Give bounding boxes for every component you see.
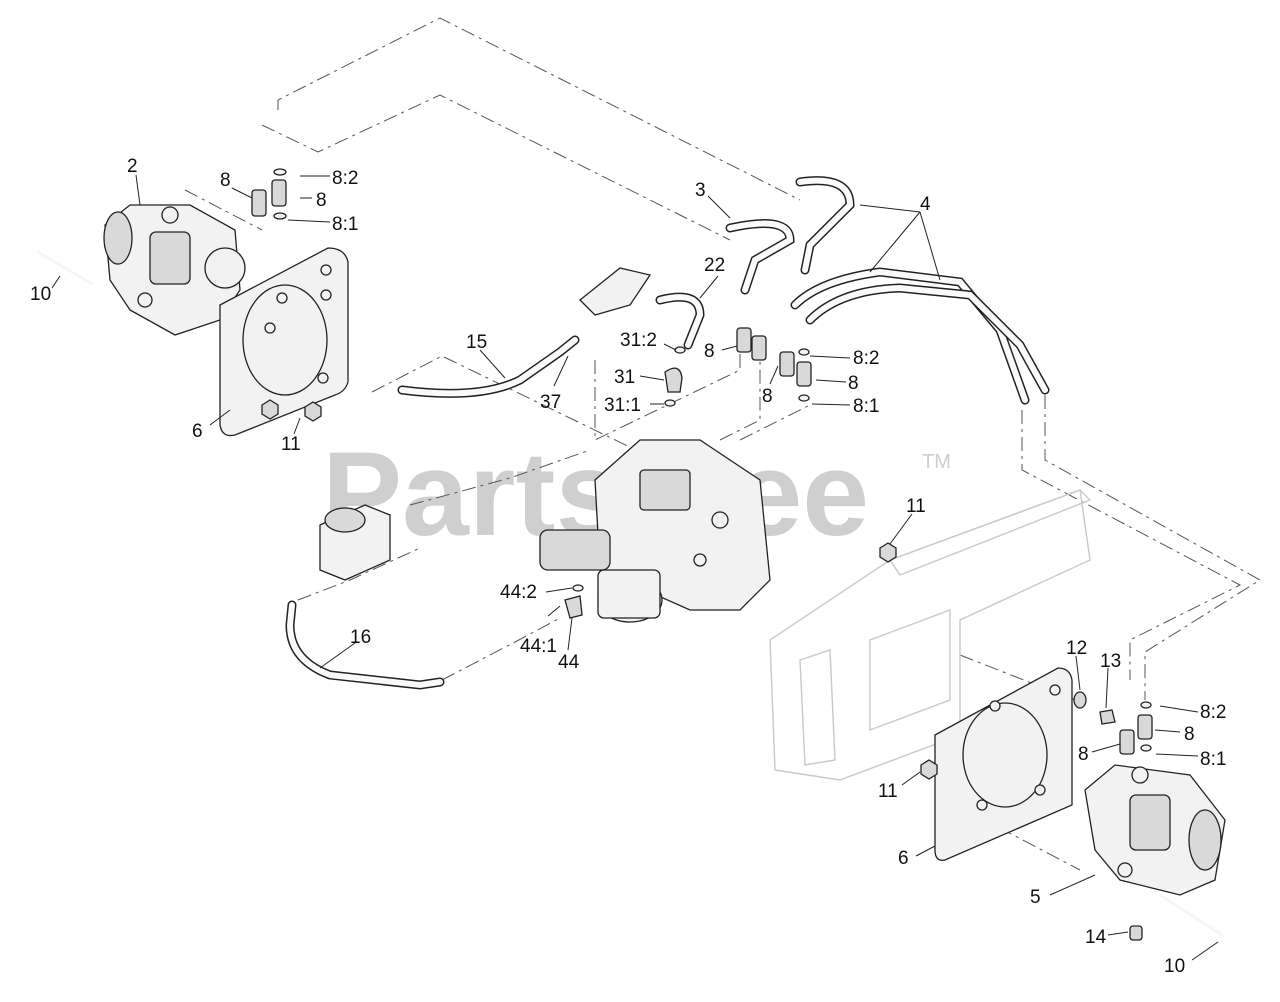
callout-5: 5 — [1030, 887, 1041, 908]
callout-6: 6 — [192, 421, 203, 442]
callout-11: 11 — [878, 781, 898, 802]
callout-8: 8 — [1078, 744, 1089, 765]
nut-left — [261, 399, 322, 422]
callout-8: 8 — [220, 170, 231, 191]
callout-10: 10 — [1164, 956, 1185, 977]
gasket-plate-left — [219, 247, 349, 437]
callout-31-2: 31:2 — [620, 330, 657, 351]
callout-8-2: 8:2 — [332, 168, 358, 189]
watermark-trademark: TM — [922, 451, 951, 473]
callout-22: 22 — [704, 255, 725, 276]
callouts: 2 8 8:2 8 8:1 10 6 11 3 4 22 15 31:2 31 … — [30, 156, 1226, 977]
callout-12: 12 — [1066, 638, 1087, 659]
gasket-plate-right — [934, 667, 1073, 861]
hose-16 — [285, 600, 445, 690]
callout-15: 15 — [466, 332, 487, 353]
callout-8: 8 — [848, 373, 859, 394]
callout-44-1: 44:1 — [520, 636, 557, 657]
callout-8-1: 8:1 — [332, 214, 358, 235]
callout-8-1: 8:1 — [1200, 749, 1226, 770]
pump-assembly-right — [1084, 764, 1226, 896]
callout-10: 10 — [30, 284, 51, 305]
solenoid-valve — [319, 504, 391, 581]
hardware-right — [879, 542, 1223, 941]
callout-2: 2 — [127, 156, 138, 177]
callout-44: 44 — [558, 652, 580, 673]
fittings-center — [736, 327, 812, 402]
callout-8-1: 8:1 — [853, 396, 879, 417]
fitting-31 — [664, 346, 686, 407]
callout-6: 6 — [898, 848, 909, 869]
callout-16: 16 — [350, 627, 371, 648]
bolt-left — [37, 250, 93, 286]
valve-body — [539, 439, 771, 623]
callout-31-1: 31:1 — [604, 395, 641, 416]
callout-37: 37 — [540, 392, 561, 413]
callout-8: 8 — [762, 386, 773, 407]
callout-8: 8 — [1184, 724, 1195, 745]
leader-lines — [51, 174, 1219, 961]
callout-13: 13 — [1100, 651, 1121, 672]
callout-4: 4 — [920, 194, 931, 215]
fittings-right — [1119, 701, 1153, 755]
hoses-upper — [725, 176, 1050, 405]
hose-15 — [397, 335, 580, 398]
bracket — [579, 267, 652, 316]
callout-11: 11 — [281, 434, 301, 455]
callout-44-2: 44:2 — [500, 582, 537, 603]
callout-11: 11 — [906, 496, 926, 517]
callout-8: 8 — [704, 341, 715, 362]
fitting-44 — [564, 584, 584, 619]
callout-8: 8 — [316, 190, 327, 211]
callout-3: 3 — [695, 180, 706, 201]
callout-31: 31 — [614, 367, 635, 388]
callout-8-2: 8:2 — [853, 348, 879, 369]
hose-22 — [655, 292, 705, 350]
callout-14: 14 — [1085, 927, 1107, 948]
fittings-left — [251, 168, 287, 220]
frame-ghost — [769, 489, 1092, 781]
callout-8-2: 8:2 — [1200, 702, 1226, 723]
